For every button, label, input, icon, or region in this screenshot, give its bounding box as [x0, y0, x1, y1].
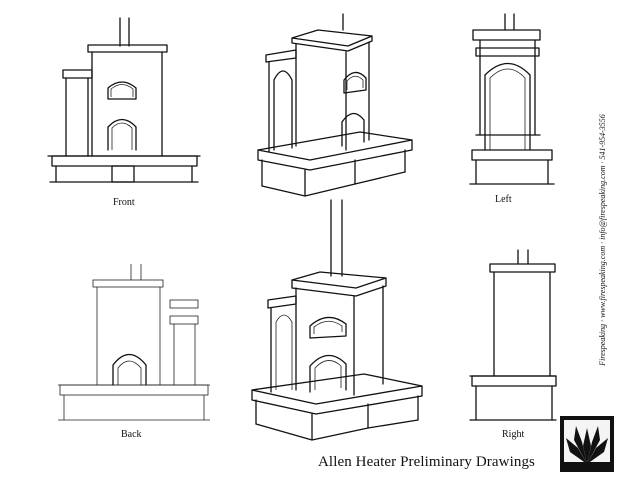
- label-right: Right: [502, 429, 525, 440]
- perspective-view-top-drawing: [257, 13, 413, 197]
- label-left: Left: [495, 194, 512, 205]
- label-back: Back: [121, 429, 142, 440]
- contact-text: Firespeaking · www.firespeaking.com · in…: [598, 114, 607, 366]
- right-view-drawing: [469, 249, 557, 421]
- sheet-title: Allen Heater Preliminary Drawings: [318, 454, 535, 470]
- label-front: Front: [113, 197, 135, 208]
- back-view-drawing: [58, 264, 210, 421]
- perspective-view-bottom-drawing: [251, 199, 423, 441]
- front-view-drawing: [47, 17, 201, 183]
- left-view-drawing: [469, 13, 555, 185]
- firespeaking-logo-icon: [560, 416, 614, 472]
